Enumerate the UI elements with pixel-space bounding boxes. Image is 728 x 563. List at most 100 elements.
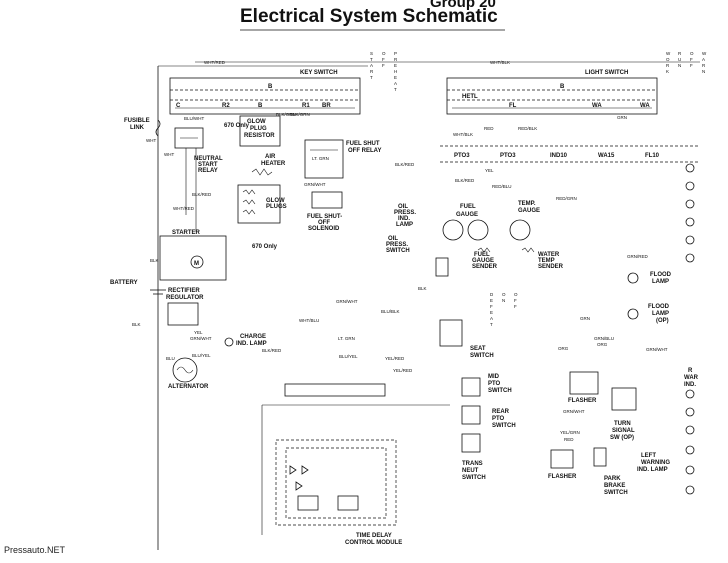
trans-neut-switch-box xyxy=(461,433,481,453)
defeat-position-letter: E xyxy=(490,310,493,315)
wire-yel: YEL xyxy=(194,330,203,335)
light-position-letter: U xyxy=(678,57,681,62)
defeat-position-letter: F xyxy=(490,304,493,309)
air-heater-symbol xyxy=(251,168,273,176)
light-terminal-hetl: HETL xyxy=(462,94,478,100)
rear-pto-label-3: SWITCH xyxy=(492,423,516,429)
diode-symbols xyxy=(289,465,309,491)
left-warning-label-1: LEFT xyxy=(641,453,656,459)
light-position-letter: O xyxy=(666,57,670,62)
light-terminal-wa-2: WA xyxy=(640,103,650,109)
connector-fl10: FL10 xyxy=(645,153,660,159)
defeat-position-letter: F xyxy=(514,304,517,309)
wire-yel-grn: YEL/GRN xyxy=(560,430,580,435)
light-switch-label: LIGHT SWITCH xyxy=(585,70,628,76)
wire-blk-3: BLK xyxy=(418,286,427,291)
alternator-label: ALTERNATOR xyxy=(168,384,209,390)
neutral-start-relay-label-3: RELAY xyxy=(198,168,218,174)
wire-yel-red: YEL/RED xyxy=(385,356,405,361)
oil-press-lamp-symbol xyxy=(442,219,464,241)
light-terminal-b: B xyxy=(560,84,565,90)
key-position-letter: R xyxy=(370,69,374,74)
wire-wht-blk-mid: WHT/BLK xyxy=(453,132,473,137)
trans-neut-label-3: SWITCH xyxy=(462,475,486,481)
neutral-start-relay-label-2: START xyxy=(198,162,218,168)
wire-blu-yel: BLU/YEL xyxy=(192,353,211,358)
connector-ind10: IND10 xyxy=(550,153,568,159)
connector-pto3-1: PTO3 xyxy=(454,153,470,159)
wire-blk-1: BLK xyxy=(150,258,159,263)
light-switch xyxy=(446,77,658,115)
lamp-bulb-icon xyxy=(685,407,695,417)
lamp-bulb-icon xyxy=(685,389,695,399)
key-position-letter: A xyxy=(370,63,373,68)
lamp-bulb-icon xyxy=(685,465,695,475)
glow-plug-resistor-label-1: GLOW xyxy=(247,119,266,125)
flasher-2-label: FLASHER xyxy=(548,474,577,480)
air-heater-label-2: HEATER xyxy=(261,161,286,167)
light-position-letter: W xyxy=(666,51,671,56)
key-position-letter: F xyxy=(382,63,385,68)
watermark: Pressauto.NET xyxy=(4,545,66,555)
seat-switch-label-1: SEAT xyxy=(470,346,486,352)
defeat-position-letter: O xyxy=(502,292,506,297)
water-sender-label-2: TEMP xyxy=(538,258,555,264)
starter-label: STARTER xyxy=(172,230,201,236)
charge-lamp-label-1: CHARGE xyxy=(240,334,266,340)
wire-wht-red-top: WHT/RED xyxy=(204,60,226,65)
wire-grn-wht-3: GRN/WHT xyxy=(336,299,358,304)
wire-blk-grn-2: BLK/GRN xyxy=(290,112,310,117)
lamp-bulb-icon xyxy=(685,485,695,495)
oil-lamp-label-4: LAMP xyxy=(396,222,413,228)
lamp-bulb-icon xyxy=(685,445,695,455)
glow-plug-resistor-label-2: PLUG xyxy=(250,126,267,132)
wire-red-grn: RED/GRN xyxy=(556,196,577,201)
key-position-letter: A xyxy=(394,81,397,86)
lamp-bulb-icon xyxy=(685,163,695,173)
fuel-shutoff-relay-label-2: OFF RELAY xyxy=(348,148,381,154)
defeat-position-letter: N xyxy=(502,298,505,303)
flasher-2-box xyxy=(550,449,574,469)
svg-text:M: M xyxy=(194,261,199,267)
flood-lamp-op-label-3: (OP) xyxy=(656,318,669,324)
defeat-position-letter: T xyxy=(490,322,493,327)
trans-neut-label-1: TRANS xyxy=(462,461,483,467)
wire-wht-2: WHT xyxy=(164,152,174,157)
key-position-letter: S xyxy=(370,51,373,56)
wire-red-blu: RED/BLU xyxy=(492,184,512,189)
flood-lamp-op-label-2: LAMP xyxy=(652,311,669,317)
park-brake-label-2: BRAKE xyxy=(604,483,625,489)
park-brake-label-1: PARK xyxy=(604,476,621,482)
temp-gauge-symbol xyxy=(509,219,531,241)
lamp-bulb-icon xyxy=(685,425,695,435)
key-position-letter: E xyxy=(394,63,397,68)
fusible-link-label-2: LINK xyxy=(130,125,145,131)
key-terminal-r1: R1 xyxy=(302,103,310,109)
connector-wa15: WA15 xyxy=(598,153,615,159)
defeat-position-letter: A xyxy=(490,316,493,321)
connector-pto3-2: PTO3 xyxy=(500,153,516,159)
mid-pto-label-1: MID xyxy=(488,374,500,380)
fuel-shutoff-solenoid-box xyxy=(311,191,343,209)
fusible-link-symbol xyxy=(155,119,161,137)
wire-red-blk: RED/BLK xyxy=(518,126,537,131)
rear-pto-label-1: REAR xyxy=(492,409,510,415)
key-switch xyxy=(169,77,361,115)
light-position-letter: O xyxy=(690,51,694,56)
right-warning-label-3: IND. xyxy=(684,382,696,388)
wire-red-2: RED xyxy=(564,437,574,442)
glow-plug-resistor-box xyxy=(239,115,281,147)
defeat-position-letter: D xyxy=(490,292,494,297)
wire-wht-red-mid: WHT/RED xyxy=(173,206,195,211)
flood-lamp-label-1: FLOOD xyxy=(650,272,672,278)
oil-lamp-label-3: IND. xyxy=(398,216,410,222)
light-position-letter: R xyxy=(678,51,682,56)
defeat-position-letter: O xyxy=(514,292,518,297)
glow-plugs-box xyxy=(237,184,281,224)
fuel-gauge-label-2: GAUGE xyxy=(456,212,478,218)
fuel-gauge-label-1: FUEL xyxy=(460,204,476,210)
fuel-sender-label-1: FUEL xyxy=(474,252,490,258)
key-position-letter: E xyxy=(394,75,397,80)
